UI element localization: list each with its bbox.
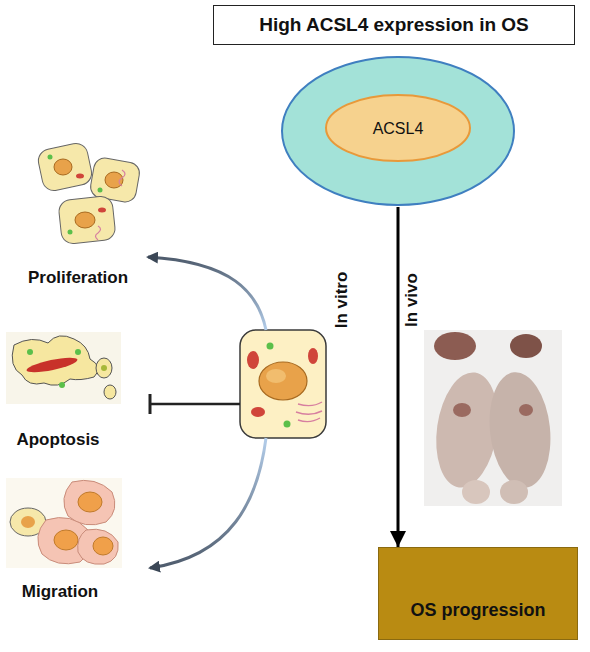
effect-label: Migration (22, 582, 99, 602)
organelle (76, 174, 84, 179)
promote-arrow (148, 257, 266, 330)
osteosarcoma-cell (240, 330, 326, 438)
cell-nucleus (75, 212, 95, 228)
mouse-head (500, 480, 528, 504)
migration-cells (6, 478, 122, 568)
excised-tumor (510, 334, 542, 358)
proliferation-cells (36, 141, 141, 244)
nested-ellipse: ACSL4 (280, 55, 516, 207)
promote-arrow (150, 438, 266, 568)
cell-body (240, 330, 326, 438)
effect-label: Proliferation (28, 268, 128, 288)
tumor-site (453, 403, 471, 417)
cell-fragment (104, 385, 116, 399)
cell-body (78, 529, 119, 564)
organelle (68, 230, 73, 235)
effect-label: Apoptosis (16, 430, 99, 450)
apoptosis-cell (6, 332, 121, 404)
cell-fragment (96, 358, 112, 378)
outer-ellipse (282, 57, 514, 205)
node-text: OS progression (410, 600, 545, 621)
mitochondrion (308, 348, 318, 364)
nucleus-highlight (266, 369, 286, 383)
apoptotic-body (12, 336, 98, 385)
outcome-box: OS progression (378, 547, 578, 640)
cell-body (64, 480, 115, 525)
organelle (98, 208, 106, 213)
cell-fragment (101, 365, 107, 371)
inhibit-bar (149, 394, 152, 414)
mitochondrion (251, 407, 265, 417)
mouse-head (462, 480, 490, 504)
cell-nucleus (54, 159, 72, 175)
excised-tumor (434, 332, 476, 360)
inner-ellipse (326, 95, 470, 161)
title-box: High ACSL4 expression in OS (213, 5, 575, 45)
organelle (75, 349, 81, 355)
cell-nucleus (78, 492, 102, 512)
organelle (284, 421, 291, 428)
organelle (59, 382, 65, 388)
image-background (6, 478, 122, 568)
mouse-body (484, 369, 556, 491)
mitochondrion (247, 351, 259, 369)
pathway-label: In vitro (332, 272, 352, 329)
node-text: ACSL4 (373, 120, 424, 138)
cell-nucleus (21, 516, 35, 528)
cell-nucleus (259, 362, 307, 400)
pathway-label: In vivo (402, 273, 422, 327)
condensed-nucleus (26, 355, 79, 376)
cell-body (58, 195, 116, 244)
endoplasmic-reticulum (296, 402, 322, 422)
organelle (27, 349, 33, 355)
organelle (48, 155, 53, 160)
organelle (96, 226, 101, 240)
cell-nucleus (54, 530, 78, 550)
cell-body (36, 141, 94, 192)
flow-arrow (397, 207, 400, 547)
inhibit-line (150, 403, 240, 406)
photo-background (424, 330, 562, 506)
organelle (98, 188, 103, 193)
organelle (119, 170, 125, 186)
organelle (267, 343, 274, 350)
cell-nucleus (93, 537, 113, 555)
image-background (6, 332, 121, 404)
tumor-site (519, 404, 533, 416)
xenograft-mice-photo (424, 330, 562, 506)
node-text: High ACSL4 expression in OS (259, 14, 529, 36)
